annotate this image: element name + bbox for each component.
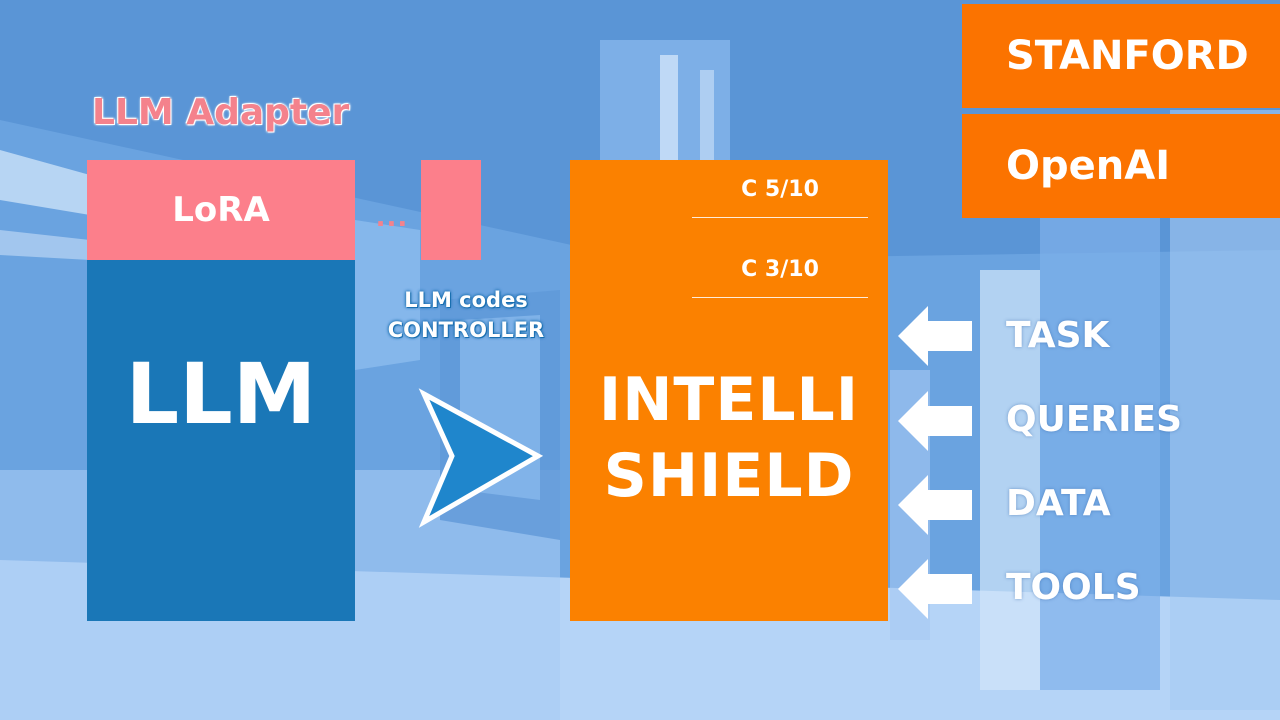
lora-ellipsis: ...	[375, 203, 409, 233]
llm-block	[87, 260, 355, 621]
check-item: C 5/10	[692, 161, 868, 218]
check-item: C 3/10	[692, 241, 868, 298]
input-label-task: TASK	[1006, 315, 1110, 356]
chevron-arrow-right-icon	[418, 388, 544, 528]
brand-stanford: STANFORD	[962, 4, 1280, 108]
input-label-tools: TOOLS	[1006, 567, 1141, 608]
lora-block: LoRA	[87, 160, 355, 260]
lora-label: LoRA	[172, 190, 270, 230]
intelli-shield-block	[570, 160, 888, 621]
arrow-left-icon	[898, 559, 972, 619]
controller-line-1: LLM codes	[404, 288, 528, 312]
arrow-left-icon	[898, 391, 972, 451]
brand-openai: OpenAI	[962, 114, 1280, 218]
arrow-left-icon	[898, 475, 972, 535]
llm-label: LLM	[125, 345, 317, 443]
controller-caption: LLM codes CONTROLLER	[366, 285, 566, 345]
intelli-shield-label: INTELLI SHIELD	[570, 362, 888, 514]
brand-label: STANFORD	[1006, 33, 1249, 79]
brand-label: OpenAI	[1006, 143, 1171, 189]
controller-line-2: CONTROLLER	[387, 318, 545, 342]
shield-line-1: INTELLI	[598, 365, 860, 435]
input-label-queries: QUERIES	[1006, 399, 1183, 440]
shield-line-2: SHIELD	[603, 441, 855, 511]
arrow-left-icon	[898, 306, 972, 366]
input-label-data: DATA	[1006, 483, 1111, 524]
adapter-title: LLM Adapter	[92, 92, 350, 133]
lora-extra-block	[421, 160, 481, 260]
